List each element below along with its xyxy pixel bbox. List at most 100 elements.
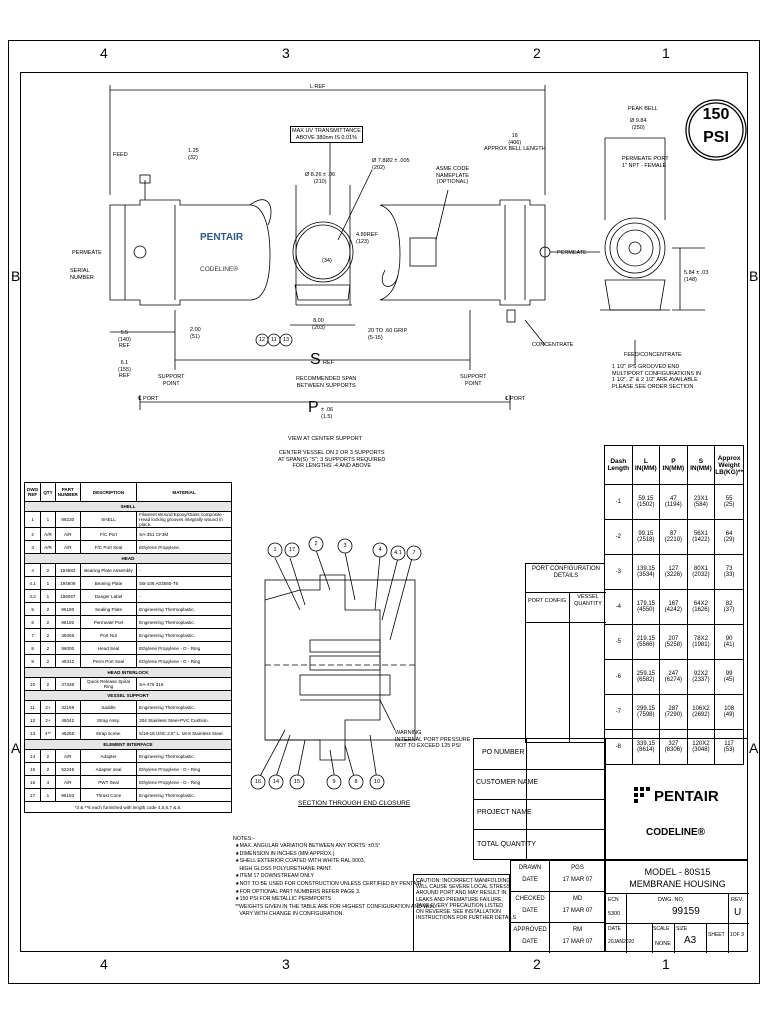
bom-cell: 1 xyxy=(40,589,56,603)
dash-cell: -3 xyxy=(604,554,633,590)
bom-cell: 1 xyxy=(40,511,56,528)
checked-label: CHECKED xyxy=(515,896,545,902)
bom-cell: 4.1 xyxy=(23,576,42,590)
balloon: 10 xyxy=(373,779,381,785)
bom-cell: 47336 xyxy=(54,677,81,691)
stamp-value: 150 xyxy=(702,106,730,123)
project-name-label: PROJECT NAME xyxy=(477,809,532,816)
dash-cell: 287 (7290) xyxy=(659,694,688,730)
port-right-label: ℄ PORT xyxy=(505,396,526,402)
bom-cell: 96183 xyxy=(54,788,81,802)
dash-cell: -4 xyxy=(604,589,633,625)
bom-cell: 96180 xyxy=(54,602,81,616)
dim-200: 8.00 (203) xyxy=(312,318,325,331)
bom-section-title: HEAD xyxy=(24,553,232,564)
zone-top-3: 3 xyxy=(282,45,290,61)
bom-cell: Engineering Thermoplastic. xyxy=(136,788,232,802)
bom-cell: Strap screw. xyxy=(79,726,138,740)
approx-bell-label: 16 (406) APPROX BELL LENGTH xyxy=(484,133,546,153)
bom-cell: 4 xyxy=(40,775,56,789)
scale-label: SCALE xyxy=(653,926,670,932)
bom-cell: SA-351 CF3M xyxy=(136,527,232,541)
p-dim-letter: P xyxy=(308,399,319,416)
vessel-brand: PENTAIR xyxy=(200,232,244,243)
bom-section-title: HEAD INTERLOCK xyxy=(24,667,232,678)
pentair-logo-icon xyxy=(634,787,650,803)
asme-label: ASME CODE NAMEPLATE (OPTIONAL) xyxy=(436,166,470,186)
port-config-box: PORT CONFIGURATION DETAILS PORT CONFIG V… xyxy=(525,563,606,743)
bom-cell: 4** xyxy=(40,726,56,740)
approved-date-label: DATE xyxy=(522,939,538,945)
balloon: 1 xyxy=(273,547,277,553)
dash-cell: -7 xyxy=(604,694,633,730)
ecn-label: ECN xyxy=(608,897,619,903)
zone-bottom-4: 4 xyxy=(100,956,108,972)
bom-cell: 2 xyxy=(40,628,56,642)
bom-cell: Ethylene Propylene - O - Ring xyxy=(136,775,232,789)
zone-bottom-1: 1 xyxy=(662,956,670,972)
peak-bell-dia: Ø 9.84 (250) xyxy=(630,118,647,131)
balloon: 3 xyxy=(343,543,347,549)
bom-cell: 96000 xyxy=(54,641,81,655)
ecn-value: 5300 xyxy=(608,911,621,917)
permeate-port-label: PERMEATE PORT 1" NPT - FEMALE xyxy=(622,156,669,169)
order-info-box: PO NUMBER CUSTOMER NAME PROJECT NAME TOT… xyxy=(473,738,606,861)
size-label: SIZE xyxy=(676,926,688,932)
bom-cell: 8 xyxy=(23,641,42,655)
dash-header: S IN(MM) xyxy=(686,445,716,485)
sheet-value: 1OF 3 xyxy=(730,932,744,938)
dash-header: L IN(MM) xyxy=(631,445,661,485)
bom-cell: 17 xyxy=(23,788,42,802)
bom-cell: 4 xyxy=(23,563,42,577)
bom-cell: Ethylene Propylene - O - Ring xyxy=(136,641,232,655)
dash-cell: 167 (4242) xyxy=(659,589,688,625)
bom-cell: 2 xyxy=(40,654,56,668)
bom-cell: Engineering Thermoplastic. xyxy=(136,615,232,629)
balloon: 9 xyxy=(332,779,336,785)
bom-cell: 194882 xyxy=(54,563,81,577)
po-number-label: PO NUMBER xyxy=(482,749,525,756)
feed-dim: 1.25 (32) xyxy=(188,148,199,161)
drawing-frame xyxy=(8,40,760,984)
warning-note: WARNING INTERNAL PORT PRESSURE NOT TO EX… xyxy=(395,730,471,750)
bom-cell: A/R xyxy=(40,527,56,541)
bom-cell: Engineering Thermoplastic. xyxy=(136,602,232,616)
bom-cell: 15 xyxy=(23,762,42,776)
size-value: A3 xyxy=(684,935,697,946)
dash-header: Approx Weight LB(KG)** xyxy=(714,445,744,485)
zone-right-b: B xyxy=(749,268,759,284)
drawing-border xyxy=(20,72,748,952)
bom-cell: 11 xyxy=(23,700,42,714)
zone-bottom-3: 3 xyxy=(282,956,290,972)
vessel-sub-brand: CODELINE® xyxy=(200,266,239,273)
serial-number-label: SERIAL NUMBER xyxy=(70,268,94,281)
bom-cell: 32169 xyxy=(54,700,81,714)
port-config-title: PORT CONFIGURATION DETAILS xyxy=(531,566,600,580)
bom-cell: 2 xyxy=(23,527,42,541)
section-title: SECTION THROUGH END CLOSURE xyxy=(298,800,411,807)
bom-cell: 7 xyxy=(23,628,42,642)
dash-header: Dash Length xyxy=(604,445,633,485)
balloon: 17 xyxy=(288,547,296,553)
dash-cell: 99.15 (2518) xyxy=(631,519,661,555)
balloon: 12 xyxy=(258,337,266,343)
checked-date-label: DATE xyxy=(522,908,538,914)
dim-2: 2.00 (51) xyxy=(190,327,201,340)
support-left-label: SUPPORT POINT xyxy=(158,374,185,387)
bom-cell: Ethylene Propylene. xyxy=(136,540,232,554)
dash-cell: -2 xyxy=(604,519,633,555)
approved-label: APPROVED xyxy=(513,927,547,933)
drawn-label: DRAWN xyxy=(518,865,542,871)
bom-cell: Engineering Thermoplastic. xyxy=(136,628,232,642)
dash-cell: 99 (45) xyxy=(714,659,744,695)
zone-top-4: 4 xyxy=(100,45,108,61)
